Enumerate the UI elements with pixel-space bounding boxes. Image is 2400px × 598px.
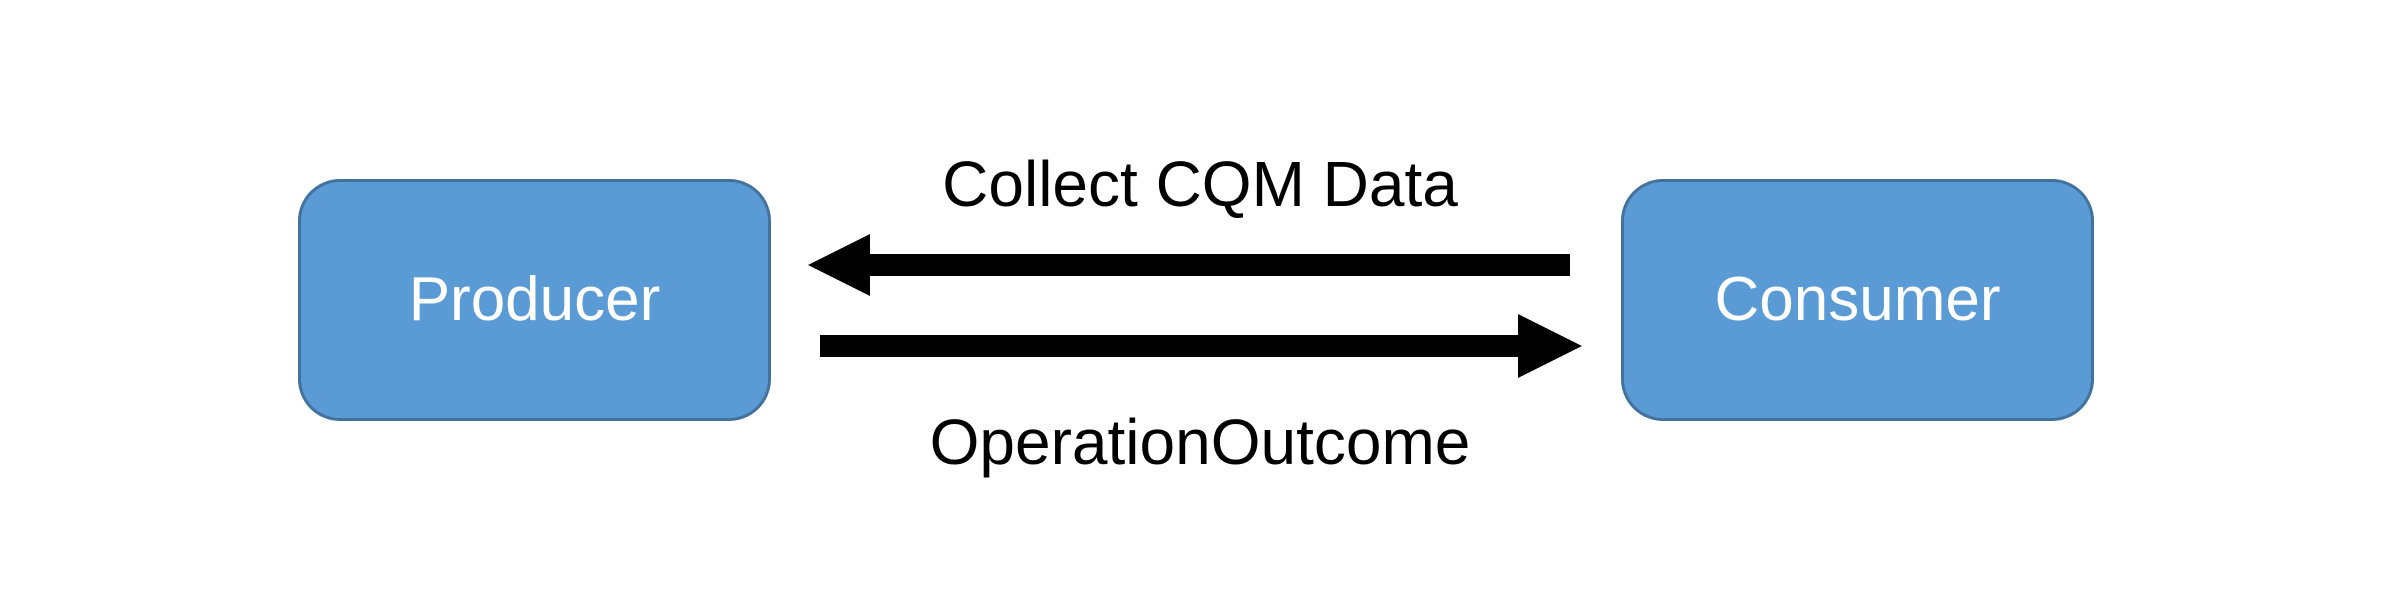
producer-node: Producer bbox=[298, 179, 771, 421]
response-edge-label: OperationOutcome bbox=[929, 406, 1471, 478]
request-edge-label: Collect CQM Data bbox=[942, 148, 1458, 220]
request-arrow bbox=[808, 234, 1570, 296]
consumer-label: Consumer bbox=[1714, 265, 2001, 334]
consumer-node: Consumer bbox=[1621, 179, 2094, 421]
request-arrow-shaft bbox=[866, 254, 1570, 276]
response-arrow bbox=[820, 314, 1582, 378]
request-arrow-head bbox=[808, 234, 870, 296]
response-arrow-head bbox=[1518, 314, 1582, 378]
response-arrow-shaft bbox=[820, 335, 1522, 357]
producer-label: Producer bbox=[408, 265, 661, 334]
